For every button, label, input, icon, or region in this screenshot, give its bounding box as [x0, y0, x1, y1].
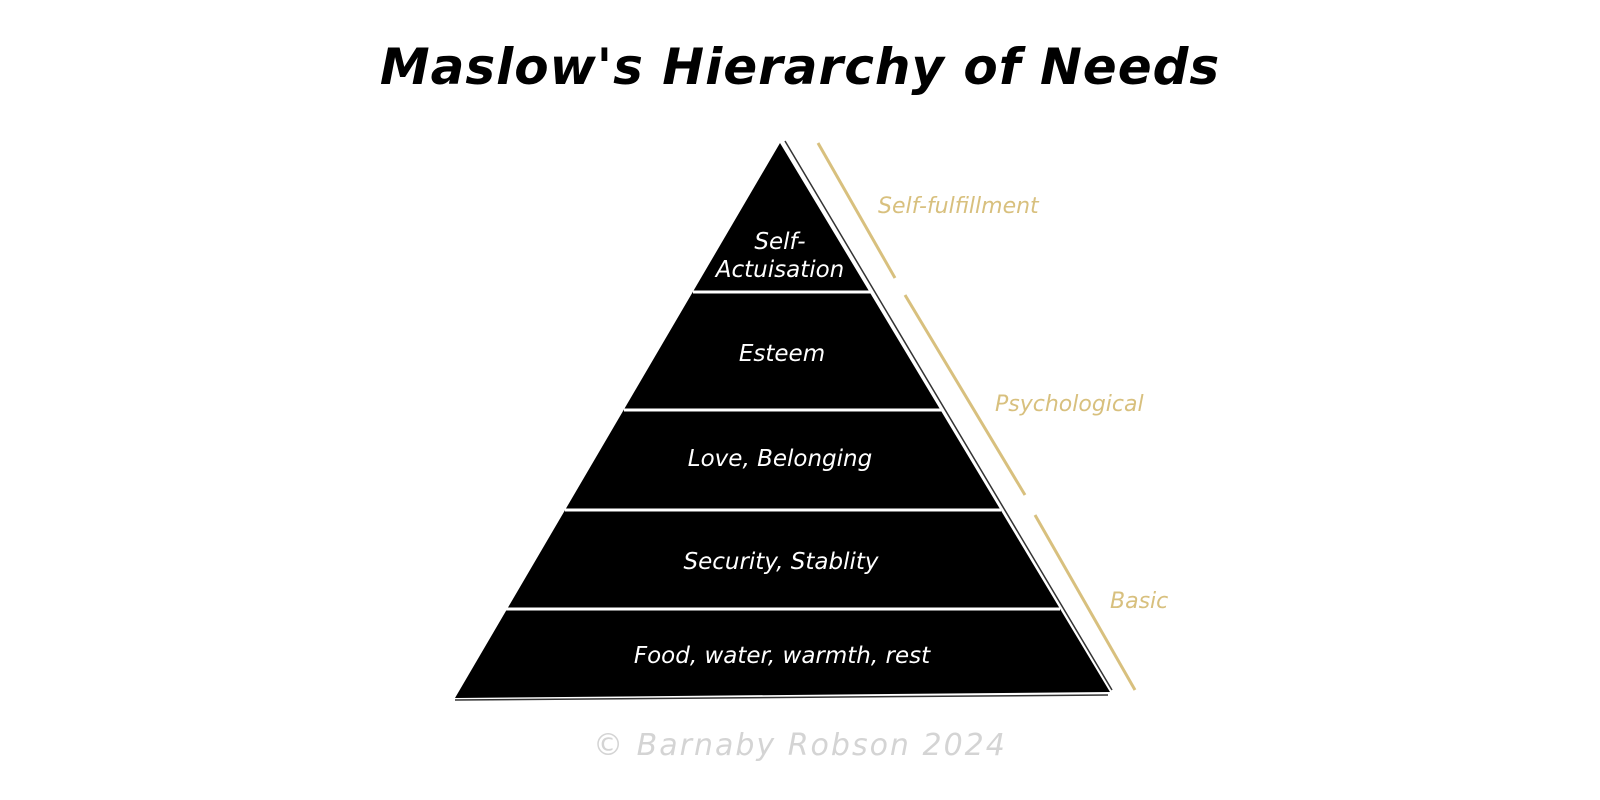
diagram-title: Maslow's Hierarchy of Needs	[379, 38, 1221, 96]
copyright: © Barnaby Robson 2024	[593, 728, 1007, 763]
group-bracket-basic	[1033, 514, 1137, 691]
pyramid-edge-sketch	[784, 140, 1113, 691]
level-label-line1: Self-	[754, 229, 806, 255]
group-bracket-self-fulfillment	[816, 142, 897, 279]
group-label-psychological: Psychological	[995, 392, 1144, 417]
group-label-basic: Basic	[1110, 589, 1169, 614]
group-label-self-fulfillment: Self-fulfillment	[878, 194, 1039, 219]
pyramid-base-sketch	[454, 694, 1109, 701]
pyramid	[455, 143, 1110, 698]
level-love-belonging: Love, Belonging	[687, 446, 873, 472]
level-physiological: Food, water, warmth, rest	[633, 643, 931, 669]
level-self-actualisation: Self- Actuisation	[716, 228, 845, 284]
level-label-line2: Actuisation	[715, 257, 845, 283]
level-esteem: Esteem	[738, 341, 826, 367]
level-security: Security, Stablity	[683, 549, 879, 575]
group-bracket-psychological	[903, 294, 1027, 496]
